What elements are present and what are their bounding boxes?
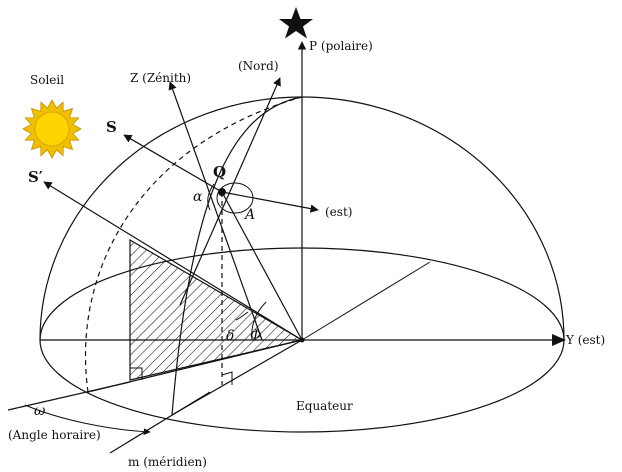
label-hour-angle: (Angle horaire) xyxy=(8,428,101,442)
east-axis xyxy=(221,191,319,213)
label-s-prime: S′ xyxy=(28,168,43,186)
alpha-angle-arc xyxy=(207,183,215,211)
meridian-dashed-arc xyxy=(84,96,303,393)
label-sun: Soleil xyxy=(30,73,64,87)
zenith-axis xyxy=(168,81,263,341)
phi-angle-arc xyxy=(251,301,267,341)
omega-arc xyxy=(24,404,151,436)
delta-angle-arc xyxy=(235,311,249,321)
label-q: Q xyxy=(213,163,226,181)
q-to-center-line xyxy=(221,191,303,341)
sun-ray-s xyxy=(123,134,223,193)
azimuth-angle-loop xyxy=(216,182,254,214)
label-zenith: Z (Zénith) xyxy=(130,71,191,85)
label-azimuth: A xyxy=(243,207,255,223)
equator-radius-line xyxy=(301,261,431,341)
right-angle-marker-1 xyxy=(130,367,143,380)
hour-angle-extension xyxy=(7,381,131,411)
meridian-arrow-line xyxy=(109,391,211,454)
label-meridian: m (méridien) xyxy=(128,455,207,469)
label-delta: δ xyxy=(226,328,234,344)
label-y-east: Y (est) xyxy=(565,333,605,347)
hatched-declination-triangle xyxy=(129,238,304,381)
sun-icon xyxy=(22,99,82,159)
north-axis xyxy=(179,77,281,306)
black-star-icon xyxy=(279,7,313,39)
label-polar: P (polaire) xyxy=(309,39,373,53)
label-omega: ω xyxy=(34,403,46,419)
y-east-arrowhead xyxy=(552,334,566,346)
label-north: (Nord) xyxy=(238,59,279,73)
label-east: (est) xyxy=(325,205,352,219)
sun-ray-s-prime xyxy=(43,181,303,341)
label-equator: Equateur xyxy=(296,399,353,413)
label-alpha: α xyxy=(193,189,203,205)
label-s: S xyxy=(106,118,117,136)
center-point xyxy=(299,337,305,343)
point-q xyxy=(218,188,226,196)
label-phi: Φ xyxy=(250,328,261,344)
